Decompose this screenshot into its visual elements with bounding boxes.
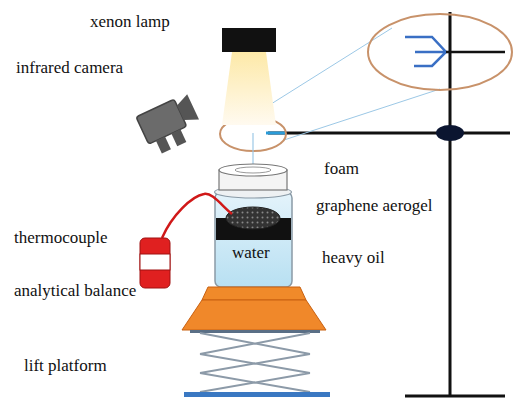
analytical-balance-symbol (182, 287, 326, 330)
infrared-camera-symbol (136, 93, 205, 157)
lift-platform-symbol (184, 330, 330, 397)
part-label: infrared camera (16, 59, 123, 78)
retort-stand (266, 12, 510, 396)
part-label: lift platform (24, 357, 107, 376)
part-label: xenon lamp (90, 13, 170, 32)
part-label: thermocouple (14, 229, 107, 248)
foam-lid (219, 164, 287, 190)
beaker (215, 186, 293, 287)
part-label: foam (322, 160, 361, 179)
xenon-lamp-symbol (222, 28, 276, 125)
thermocouple-symbol (140, 194, 232, 288)
part-label: water (232, 244, 270, 263)
zoom-callout (220, 14, 512, 151)
part-label: graphene aerogel (314, 197, 435, 216)
part-label: heavy oil (320, 249, 387, 268)
part-label: analytical balance (14, 282, 136, 301)
